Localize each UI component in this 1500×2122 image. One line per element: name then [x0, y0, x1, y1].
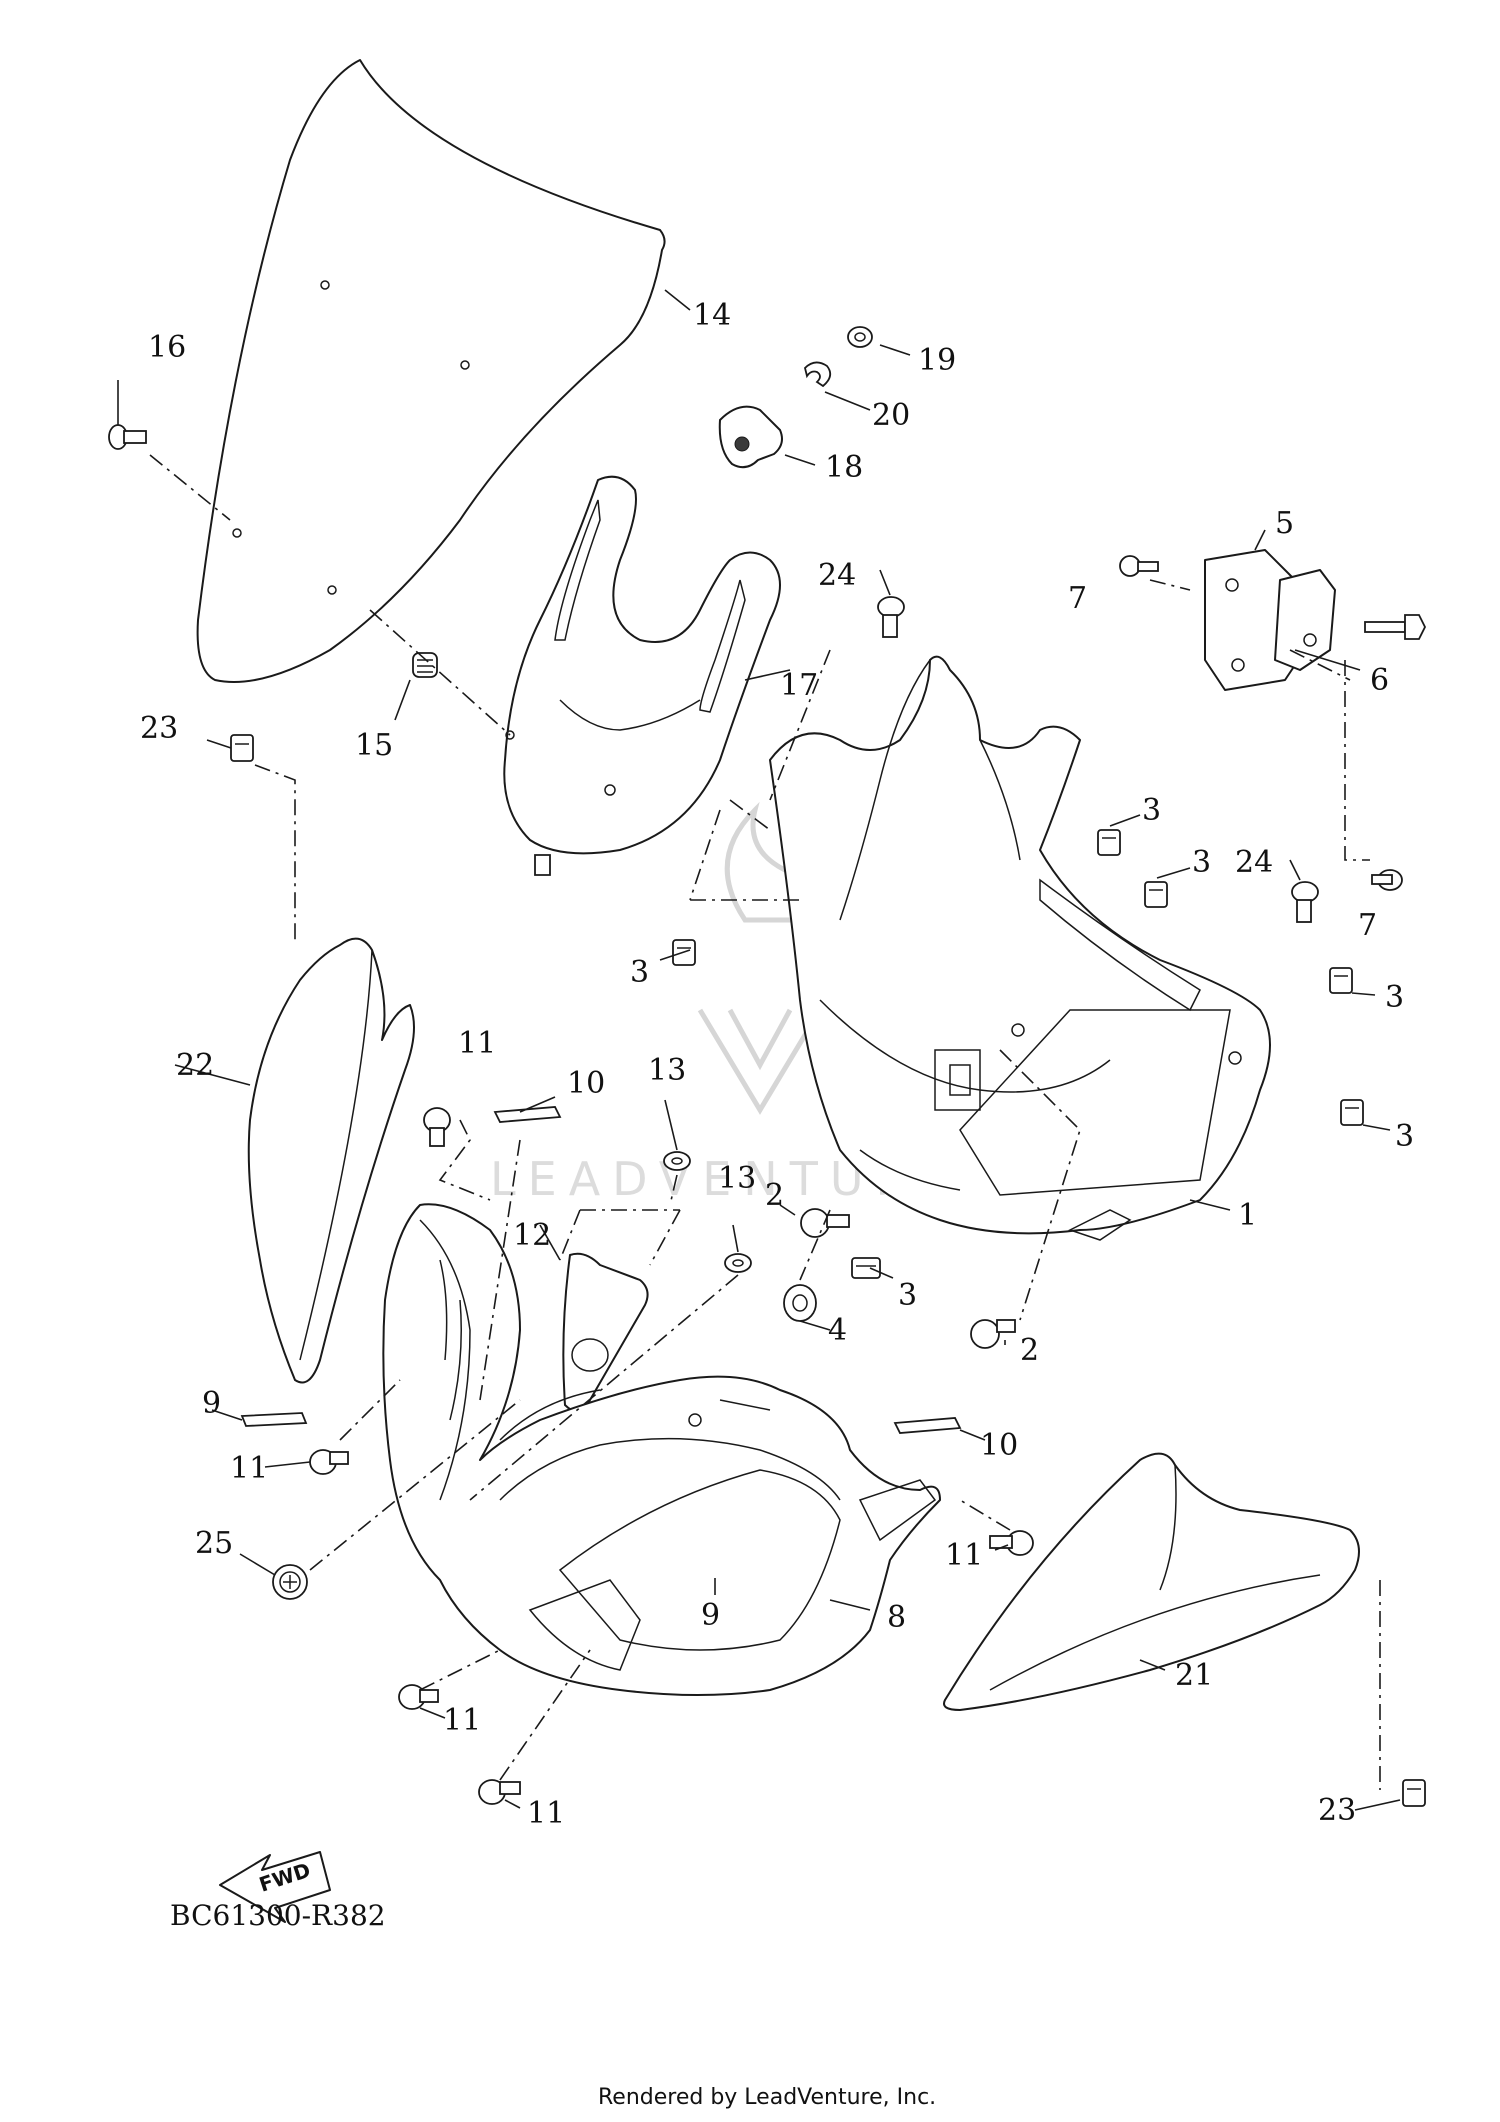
callout-10-upper: 10	[567, 1066, 605, 1101]
callout-3b: 3	[1192, 845, 1211, 880]
callout-25: 25	[195, 1526, 233, 1561]
cover-bracket-12[interactable]	[562, 1252, 649, 1413]
callout-3f: 3	[898, 1278, 917, 1313]
callout-17: 17	[780, 668, 818, 703]
bracket-18[interactable]	[718, 405, 783, 469]
screw-11-e[interactable]	[478, 1779, 521, 1805]
callout-16: 16	[148, 330, 186, 365]
tape-9-left[interactable]	[240, 1412, 308, 1427]
callout-11-c: 11	[945, 1538, 983, 1573]
callout-8: 8	[887, 1600, 906, 1635]
callout-5: 5	[1275, 506, 1294, 541]
callout-1: 1	[1238, 1198, 1257, 1233]
front-cowling-8[interactable]	[382, 1203, 941, 1696]
callout-3a: 3	[1142, 793, 1161, 828]
inner-cover-17[interactable]	[503, 475, 781, 876]
callout-12: 12	[513, 1218, 551, 1253]
callout-13-lower: 13	[718, 1161, 756, 1196]
screw-11-b[interactable]	[309, 1449, 349, 1475]
clip-nut-3b[interactable]	[1144, 881, 1168, 908]
clip-20[interactable]	[804, 361, 832, 388]
screw-2-upper[interactable]	[800, 1208, 850, 1238]
callout-9-left: 9	[202, 1386, 221, 1421]
callout-13-upper: 13	[648, 1053, 686, 1088]
callout-7-lower: 7	[1358, 908, 1377, 943]
callout-23-left: 23	[140, 711, 178, 746]
side-panel-21[interactable]	[943, 1452, 1360, 1711]
callout-19: 19	[918, 343, 956, 378]
screw-2-lower[interactable]	[970, 1319, 1016, 1349]
callout-24-right: 24	[1235, 845, 1273, 880]
callout-11-a: 11	[458, 1026, 496, 1061]
leader-lines	[117, 289, 1401, 1811]
clip-nut-3a[interactable]	[1097, 829, 1121, 856]
callout-21: 21	[1175, 1658, 1213, 1693]
clip-nut-23-right[interactable]	[1402, 1779, 1426, 1807]
dashed-leader-lines	[149, 454, 1381, 1790]
render-credit: Rendered by LeadVenture, Inc.	[598, 2085, 936, 2110]
callout-3e: 3	[1395, 1119, 1414, 1154]
callout-20: 20	[872, 398, 910, 433]
tape-10-lower[interactable]	[893, 1417, 962, 1434]
clip-nut-3d[interactable]	[1329, 967, 1353, 994]
clip-nut-23-left[interactable]	[230, 734, 254, 762]
callout-3c: 3	[630, 955, 649, 990]
callout-15: 15	[355, 728, 393, 763]
bolt-6[interactable]	[1364, 614, 1427, 640]
clip-nut-3e[interactable]	[1340, 1099, 1364, 1126]
callout-3d: 3	[1385, 980, 1404, 1015]
screw-11-a[interactable]	[423, 1107, 451, 1147]
callout-23-right: 23	[1318, 1793, 1356, 1828]
callout-2-upper: 2	[765, 1178, 784, 1213]
screw-11-c[interactable]	[989, 1530, 1034, 1556]
screw-7-lower[interactable]	[1371, 869, 1403, 891]
emblem-25[interactable]	[272, 1564, 308, 1600]
grommet-15[interactable]	[412, 652, 438, 678]
screw-24-upper[interactable]	[877, 596, 905, 638]
fwd-direction-arrow: FWD	[219, 1851, 331, 1923]
callout-10-lower: 10	[980, 1428, 1018, 1463]
clip-nut-3f[interactable]	[851, 1257, 881, 1279]
callout-9-center: 9	[701, 1598, 720, 1633]
windshield[interactable]	[196, 59, 666, 683]
callout-labels: 14 16 19 20 18 5 7 24 6 17 15 23 3 3 24 …	[140, 298, 1414, 1831]
callout-7-upper: 7	[1068, 581, 1087, 616]
washer-13-lower[interactable]	[724, 1253, 752, 1273]
callout-11-d: 11	[443, 1703, 481, 1738]
callout-11-b: 11	[230, 1451, 268, 1486]
cowling-stay-1[interactable]	[769, 655, 1271, 1241]
callout-24-upper: 24	[818, 558, 856, 593]
tape-10-upper[interactable]	[493, 1106, 562, 1123]
screw-11-d[interactable]	[398, 1684, 439, 1710]
callout-2-lower: 2	[1020, 1333, 1039, 1368]
callout-6: 6	[1370, 663, 1389, 698]
diagram-code: BC61300-R382	[170, 1899, 386, 1932]
mount-bracket-5[interactable]	[1204, 549, 1336, 691]
side-panel-22[interactable]	[247, 937, 415, 1384]
grommet-4[interactable]	[783, 1284, 817, 1322]
callout-4: 4	[828, 1313, 847, 1348]
screw-16[interactable]	[108, 424, 147, 450]
washer-13-upper[interactable]	[663, 1151, 691, 1171]
callout-11-e: 11	[527, 1796, 565, 1831]
screw-7-upper[interactable]	[1119, 555, 1159, 577]
screw-24-right[interactable]	[1291, 881, 1319, 923]
callout-14: 14	[693, 298, 731, 333]
callout-22: 22	[176, 1048, 214, 1083]
callout-18: 18	[825, 450, 863, 485]
nut-19[interactable]	[847, 326, 873, 348]
